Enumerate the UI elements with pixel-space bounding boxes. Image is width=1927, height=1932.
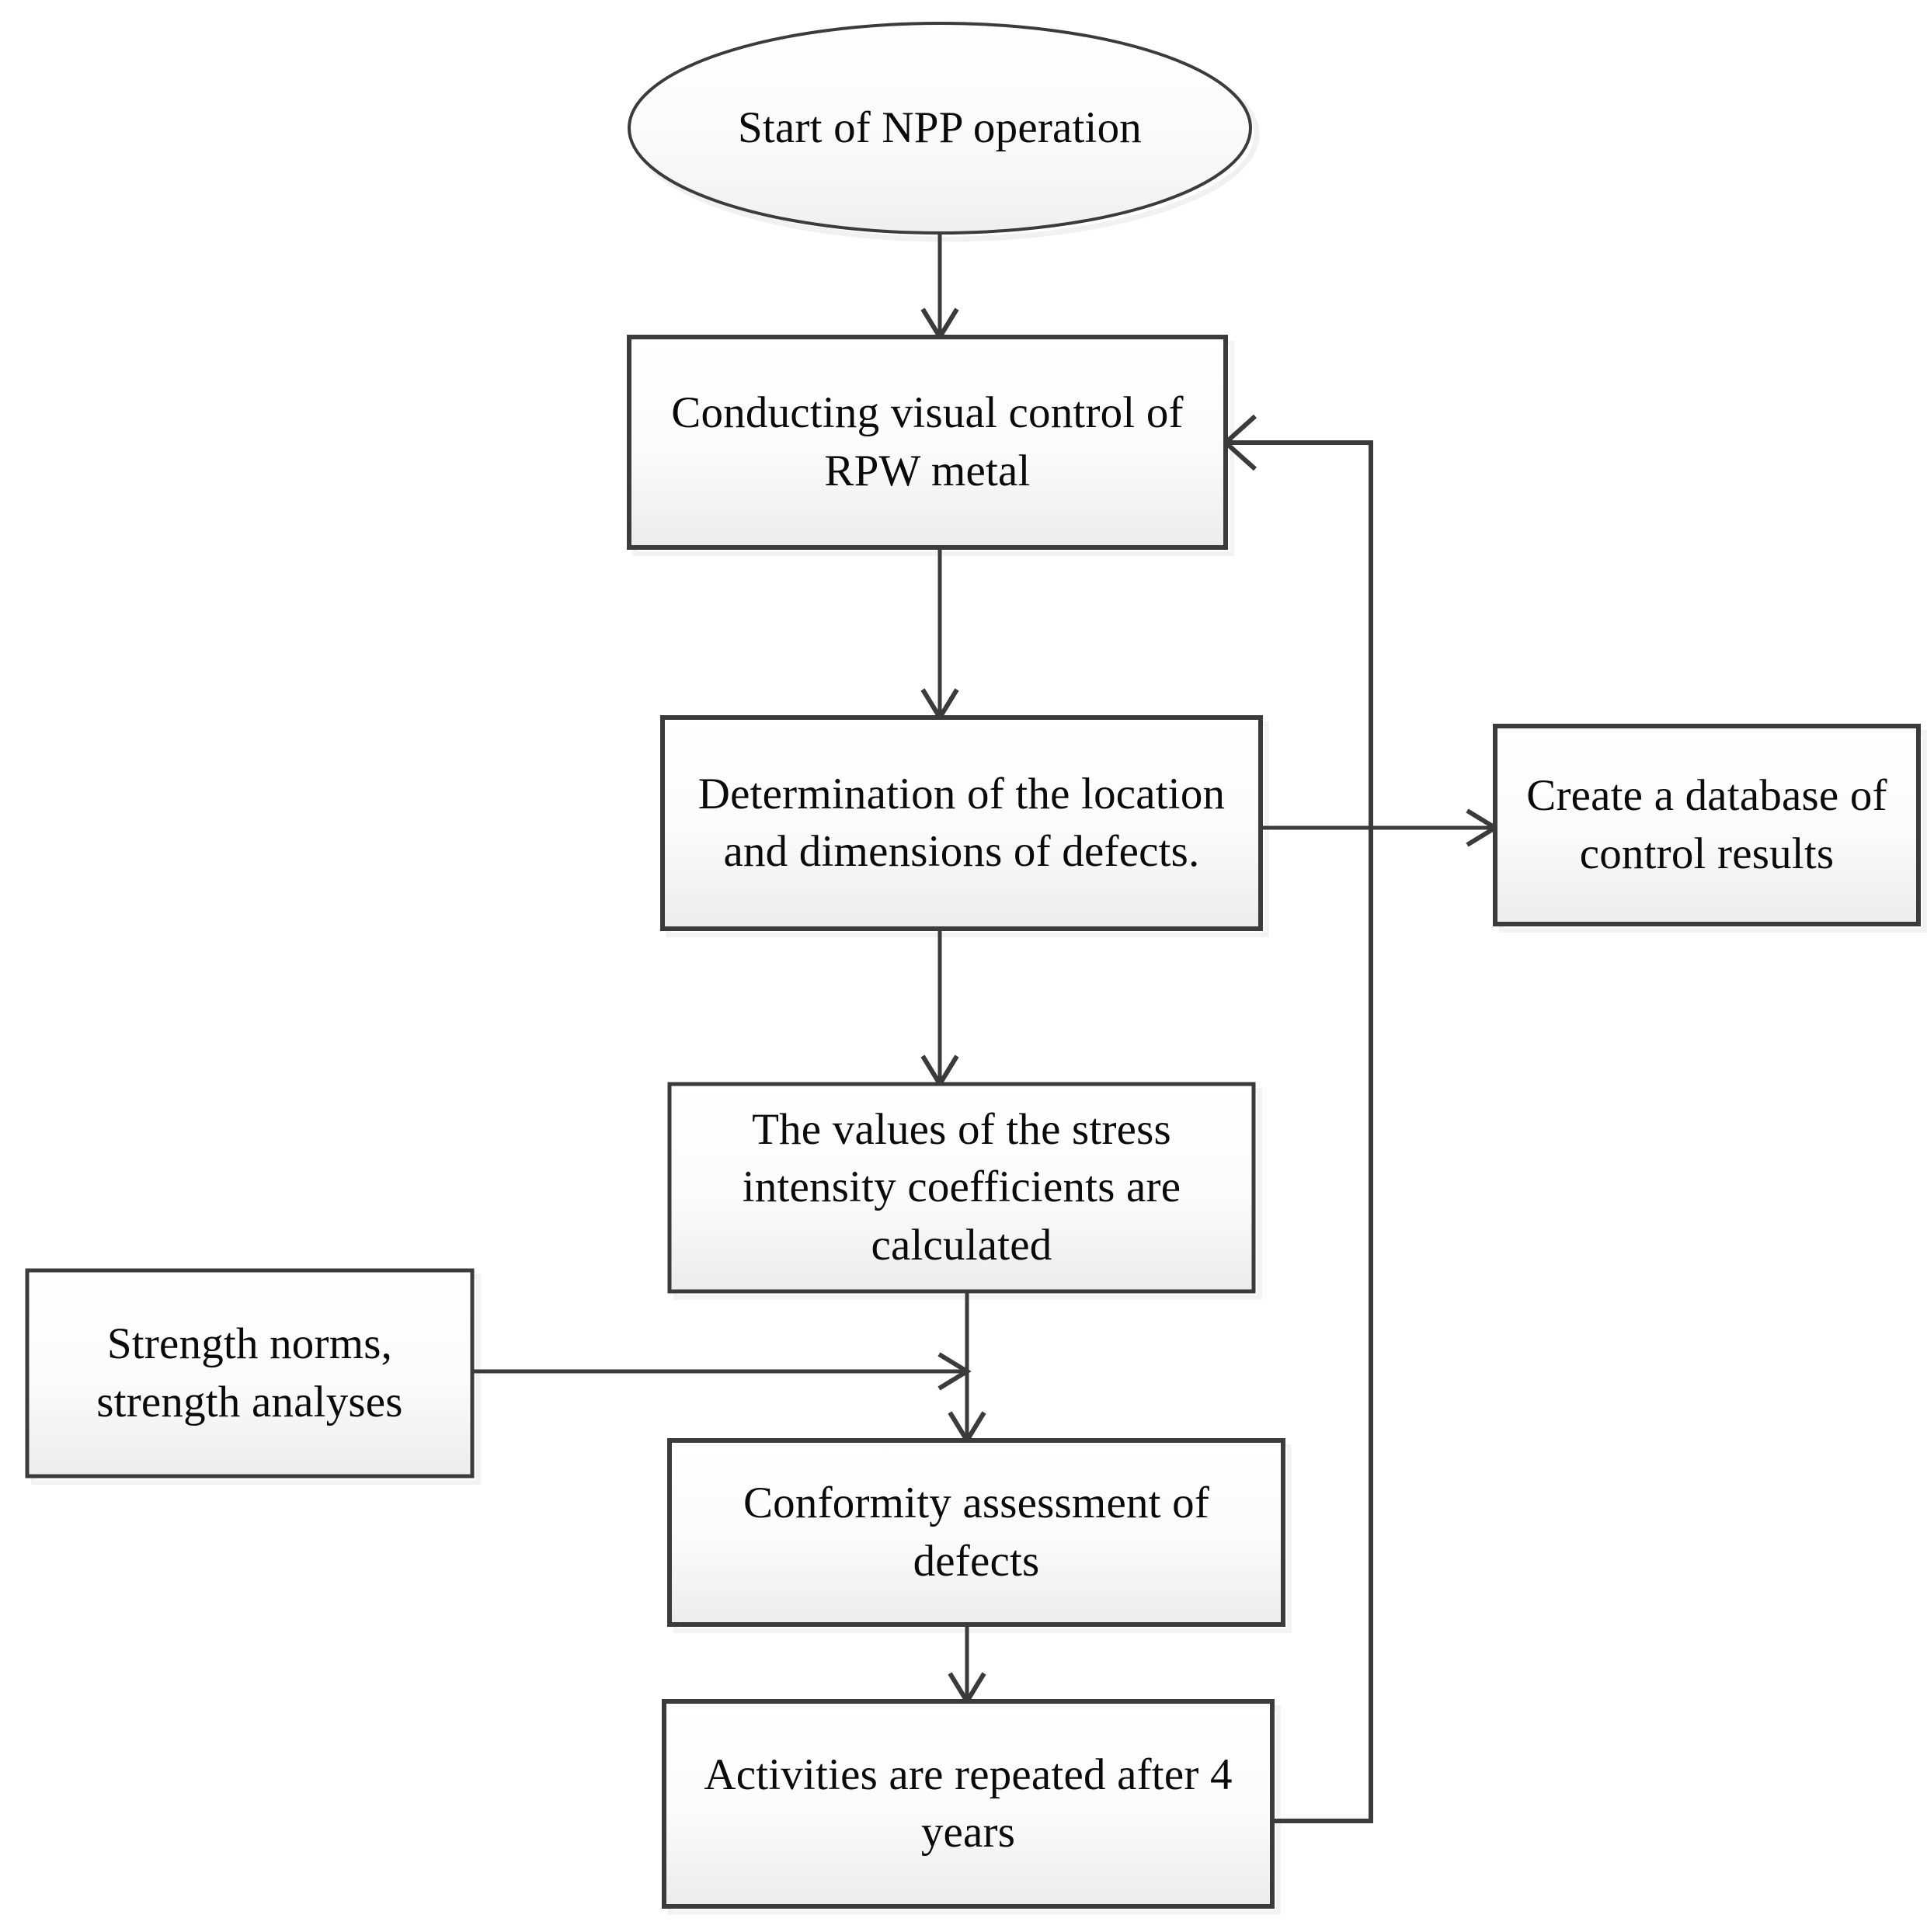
node-determination-of-defects-shape[interactable] [660,715,1263,931]
shape-layer [25,22,1921,1909]
connector-determination-to-stress-values [920,930,959,1089]
node-create-database-shape[interactable] [1493,724,1921,926]
connector-strength-norms-to-flow [472,1352,972,1391]
node-strength-norms-shape[interactable] [25,1268,475,1479]
connector-determination-to-database [1261,808,1500,847]
shadow-layer [31,26,1927,1915]
node-conducting-visual-control-shape[interactable] [627,335,1228,550]
connector-visual-control-to-determination [920,549,959,722]
node-start-of-npp-operation-shape[interactable] [628,22,1252,235]
connector-start-to-visual-control [920,231,959,342]
connector-layer [472,231,1500,1823]
node-activities-repeated-shape[interactable] [662,1699,1275,1909]
node-conformity-assessment-shape[interactable] [667,1438,1285,1627]
node-stress-intensity-coefficients-shape[interactable] [667,1082,1256,1294]
connector-conformity-to-repeat [948,1626,986,1706]
